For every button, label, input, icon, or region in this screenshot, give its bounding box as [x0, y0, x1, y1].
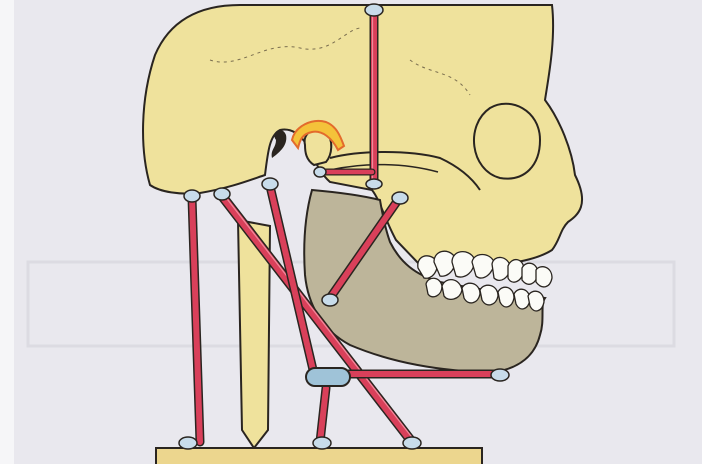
- ring: [403, 437, 421, 449]
- infrahyoid-band: [320, 388, 326, 442]
- ring: [179, 437, 197, 449]
- hyoid-bone: [306, 368, 350, 386]
- ring: [491, 369, 509, 381]
- ring: [313, 437, 331, 449]
- temporal-band: [373, 10, 375, 182]
- ring: [214, 188, 230, 200]
- ring: [184, 190, 200, 202]
- base-block: [156, 448, 482, 464]
- eye-orbit: [474, 104, 540, 179]
- ring: [322, 294, 338, 306]
- ring: [262, 178, 278, 190]
- ring: [365, 4, 383, 16]
- page-edge: [0, 0, 14, 464]
- ring: [314, 167, 326, 177]
- ring: [392, 192, 408, 204]
- ring: [366, 179, 382, 189]
